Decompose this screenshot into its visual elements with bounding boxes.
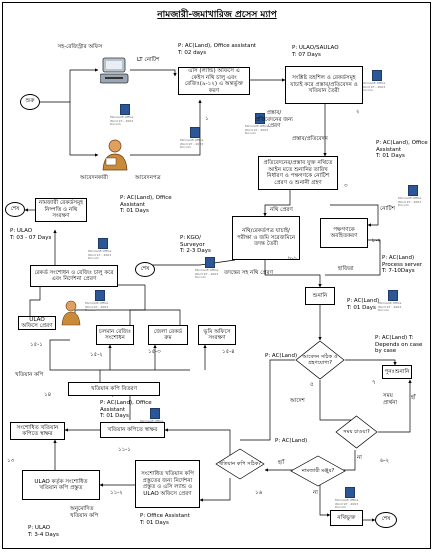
district-record-room-box: জেলা রেকর্ড রুম bbox=[148, 325, 188, 345]
word-doc-icon: Microsoft Office Word 97 - 2003 Docum bbox=[85, 290, 115, 313]
step-number: ৮-১ bbox=[288, 256, 298, 262]
ulao-khatian-prep-box: ULAO কর্তৃক সংশোধিত খতিয়ান কপি প্রস্তুত bbox=[22, 470, 100, 500]
edge-label: হ্যাঁ bbox=[278, 460, 285, 466]
person-icon-2 bbox=[61, 300, 81, 326]
hearing-notice-box: প্রতিবেদনের/প্রস্তাব যুক্ত নথিতে আইন মতে… bbox=[258, 156, 338, 190]
decision-application-valid: আবেদন সঠিক ও গ্রহণযোগ্য? bbox=[295, 340, 345, 380]
land-office-label: সহ-রেজিস্ট্রার অফিস bbox=[57, 44, 103, 50]
application-label: আবেদনপত্র bbox=[135, 175, 161, 181]
step-number: ১১-২ bbox=[110, 490, 123, 496]
edge-label: হাঁ bbox=[411, 395, 416, 401]
step-number: ১ bbox=[205, 116, 209, 122]
step-number: ২ bbox=[356, 109, 360, 115]
step-number: ৫ bbox=[310, 382, 314, 388]
step-number: ১৩ bbox=[7, 458, 15, 464]
edge-label: নথি প্রেরণ bbox=[270, 207, 293, 213]
role-label: P: AC(Land) bbox=[275, 438, 308, 444]
khatian-sign-box: খতিয়ান কপিতে স্বাক্ষর bbox=[100, 422, 165, 438]
edge-label: তদন্তের সহ নথি প্রেরণ bbox=[224, 270, 273, 276]
step-number: ১৫-৪ bbox=[222, 349, 235, 355]
postpone-box: পুনঃশুনানি bbox=[382, 365, 412, 379]
word-doc-icon: Microsoft Office Word 97 - 2003 Docum bbox=[398, 185, 428, 208]
word-doc-icon: Microsoft Office Word 97 - 2003 Docum bbox=[362, 70, 392, 93]
page-title: নামজারী-জমাখারিজ প্রসেস ম্যাপ bbox=[157, 10, 277, 20]
edge-label: হাজিরা bbox=[338, 266, 354, 272]
hearing-box: শুনানি bbox=[305, 287, 335, 305]
namjari-record-box: নামজারী রেকর্ডসমূহ নিষ্পত্তি ও নথি সংরক্… bbox=[35, 198, 87, 222]
applicant-person-icon bbox=[102, 139, 128, 171]
edge-label: খতিয়ান কপি bbox=[15, 372, 44, 378]
role-label: P: AC(Land) T: Depends on case by case bbox=[375, 335, 423, 354]
word-doc-icon: Microsoft Office Word 97 - 2003 Docum bbox=[335, 487, 365, 510]
record-correct-box: রেকর্ড সংশোধন ও রেজিঃ চালু করে এবং নির্দ… bbox=[30, 265, 118, 287]
land-office-store-box: ভূমি অফিসে সংরক্ষণ bbox=[198, 325, 236, 345]
start-label: শুরু bbox=[25, 98, 35, 104]
end-node: শেষ bbox=[375, 512, 397, 528]
word-doc-icon: Microsoft Office Word 97 - 2003 Docum bbox=[180, 127, 210, 150]
lt-notice-label: LT নোটিশ bbox=[137, 57, 160, 63]
edge-label: প্রস্তাব/প্রতিবেদনের জন্য প্রেরণ bbox=[254, 110, 294, 129]
edge-label: অনুমোদিত খতিয়ান কপি bbox=[70, 506, 99, 519]
ulao-record-check-box: সংশ্লিষ্ট তহশিল ও রেকর্ডসমূহ যাচাই করে প… bbox=[285, 66, 363, 104]
edge-label: না bbox=[357, 455, 362, 461]
step-number: ৮-২ bbox=[372, 238, 382, 244]
end-node: শেষ bbox=[5, 202, 25, 217]
ulao-office-box: ULAO অফিসে প্রেরণ bbox=[18, 316, 56, 330]
role-label: P: AC(Land) bbox=[265, 353, 298, 359]
word-doc-icon: Microsoft Office Word 97 - 2003 Docum bbox=[245, 113, 275, 136]
office-computer-icon bbox=[100, 57, 129, 84]
step-number: ১৫-১ bbox=[30, 342, 43, 348]
decision-khatian-correct: খতিয়ান কপি সঠিক? bbox=[215, 448, 265, 480]
edge-label: সময় প্রার্থনা bbox=[383, 393, 398, 406]
khatian-direction-box: সংশোধিত খতিয়ান কপি প্রস্তুতের জন্য নির্… bbox=[135, 460, 200, 508]
step-number: ১৪ bbox=[44, 392, 52, 398]
step-number: ১৬ bbox=[255, 490, 263, 496]
step-number: ৭ bbox=[372, 380, 376, 386]
step-number: ৬-২ bbox=[380, 458, 390, 464]
process-serve-box: পক্ষগণকে অবহিতকরণ bbox=[320, 218, 368, 248]
page-border bbox=[2, 2, 431, 549]
ac-office-case-box: এসি (ল্যান্ড) অফিসে এ কেইস নথি চালু এবং … bbox=[178, 67, 250, 95]
word-doc-icon: Microsoft Office Word 97 - 2003 Docum bbox=[110, 104, 140, 127]
applicant-label: আবেদনকারী bbox=[80, 175, 108, 181]
step-number: ১১-১ bbox=[118, 447, 131, 453]
khatian-distribution-box: খতিয়ান কপি বিতরণ bbox=[68, 382, 160, 396]
word-doc-icon: Microsoft Office Word 97 - 2003 Docum bbox=[378, 290, 408, 313]
end-node: শেষ bbox=[135, 262, 155, 277]
edge-label: না bbox=[313, 490, 318, 496]
word-doc-icon: Microsoft Office Word 97 - 2003 Docum bbox=[195, 257, 225, 280]
step-number: ১৫-২ bbox=[90, 352, 103, 358]
edge-label: আদেশ bbox=[290, 398, 305, 404]
corrected-copy-sign-box: সংশোধিত খতিয়ান কপিতে স্বাক্ষর bbox=[10, 422, 65, 440]
decision-namjari-granted: নামজারী মঞ্জুর? bbox=[290, 455, 346, 487]
step-number: ১৫-৩ bbox=[148, 349, 161, 355]
step-number: ৩ bbox=[344, 183, 348, 189]
edge-label: প্রস্তাব/প্রতিবেদন bbox=[292, 136, 328, 142]
decision-time-request: সময় চাওয়া? bbox=[335, 415, 378, 449]
start-node: শুরু bbox=[20, 94, 40, 110]
role-label: P: AC(Land)T: 01 Days bbox=[347, 298, 380, 311]
word-doc-icon: Microsoft Office Word 97 - 2003 Docum bbox=[88, 238, 118, 261]
final-record-box: নথিভুক্ত bbox=[330, 510, 363, 526]
field-investigation-box: নথি/রেকর্ডপত্র যাচাই/পরীক্ষা ও জমি সরেজম… bbox=[232, 216, 300, 260]
edge-label: নোটিশ bbox=[380, 206, 395, 212]
register-correction-box: চলমান রেজিঃ সংশোধন bbox=[96, 325, 134, 345]
